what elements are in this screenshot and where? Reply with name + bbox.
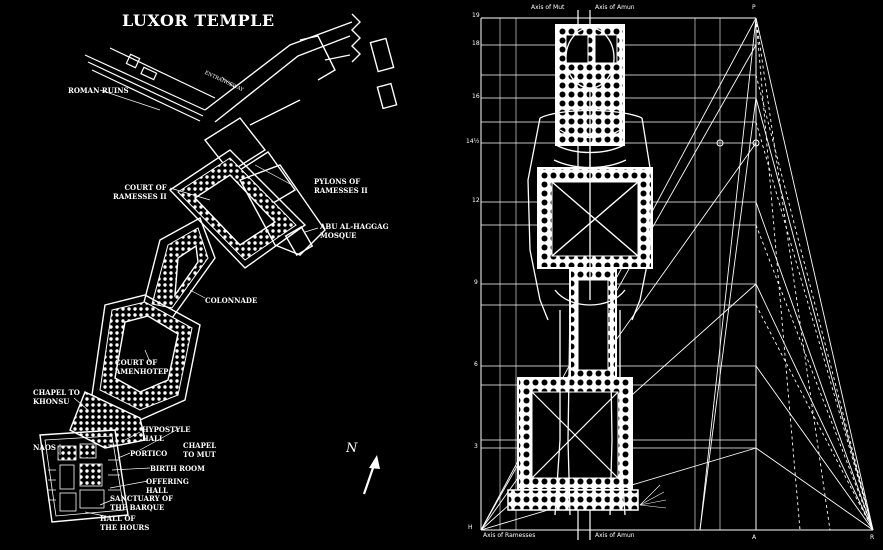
corner-top-right: P [752, 4, 756, 11]
label-sanctuary: SANCTUARY OF THE BARQUE [110, 494, 174, 512]
corner-top-left: 19 [472, 12, 480, 19]
y-label-6: 6 [474, 361, 478, 368]
y-label-12: 12 [472, 197, 480, 204]
label-birth-room: BIRTH ROOM [150, 464, 205, 473]
north-arrow [362, 455, 380, 495]
triangle-dashed [755, 17, 874, 531]
label-naos: NAOS [33, 443, 56, 452]
y-label-9: 9 [474, 279, 478, 286]
y-label-16: 16 [472, 93, 480, 100]
label-chapel-mut: CHAPEL TO MUT [183, 441, 217, 459]
map-title: LUXOR TEMPLE [122, 11, 275, 30]
axis-amun-top-label: Axis of Amun [595, 4, 635, 11]
axis-amun-bottom-label: Axis of Amun [595, 532, 635, 539]
skeleton-overlay [527, 27, 653, 516]
sanctuary-block [39, 429, 129, 523]
temple-overlay [507, 24, 653, 511]
corner-bottom-right: R [870, 534, 875, 541]
mosque-outline [239, 164, 326, 256]
y-label-18: 18 [472, 40, 480, 47]
entranceway-walls [204, 13, 398, 123]
court-of-ramesses [168, 149, 307, 269]
label-roman-ruins: ROMAN RUINS [68, 86, 129, 95]
north-label: N [346, 441, 358, 456]
y-label-3: 3 [474, 443, 478, 450]
hypostyle-hall [69, 391, 146, 449]
corner-bottom-left: H [468, 524, 473, 531]
label-court-ramesses: COURT OF RAMESSES II [113, 183, 167, 201]
corner-bottom-mid: A [752, 534, 757, 541]
circle-markers [716, 139, 760, 147]
colonnade [141, 216, 216, 319]
label-hall-hours: HALL OF THE HOURS [100, 514, 150, 532]
label-colonnade: COLONNADE [205, 296, 258, 305]
leader-lines [59, 76, 319, 517]
fan-lines [639, 484, 667, 509]
label-pylons: PYLONS OF RAMESSES II [314, 177, 368, 195]
label-hypostyle: HYPOSTYLE HALL [142, 425, 191, 443]
axis-mut-label: Axis of Mut [531, 4, 565, 11]
proportion-diagram [480, 10, 874, 540]
label-offering-hall: OFFERING HALL [146, 477, 189, 495]
label-abu-haggag: ABU AL-HAGGAG MOSQUE [320, 222, 389, 240]
label-portico: PORTICO [130, 449, 168, 458]
vertical-grid [499, 18, 721, 530]
y-label-14-5: 14½ [466, 138, 480, 145]
label-chapel-khonsu: CHAPEL TO KHONSU [33, 388, 80, 406]
temple-plan [39, 13, 398, 523]
roman-ruins-walls [84, 47, 216, 122]
label-court-amenhotep: COURT OF AMENHOTEP [115, 358, 169, 376]
axis-ramesses-label: Axis of Ramesses [483, 532, 536, 539]
